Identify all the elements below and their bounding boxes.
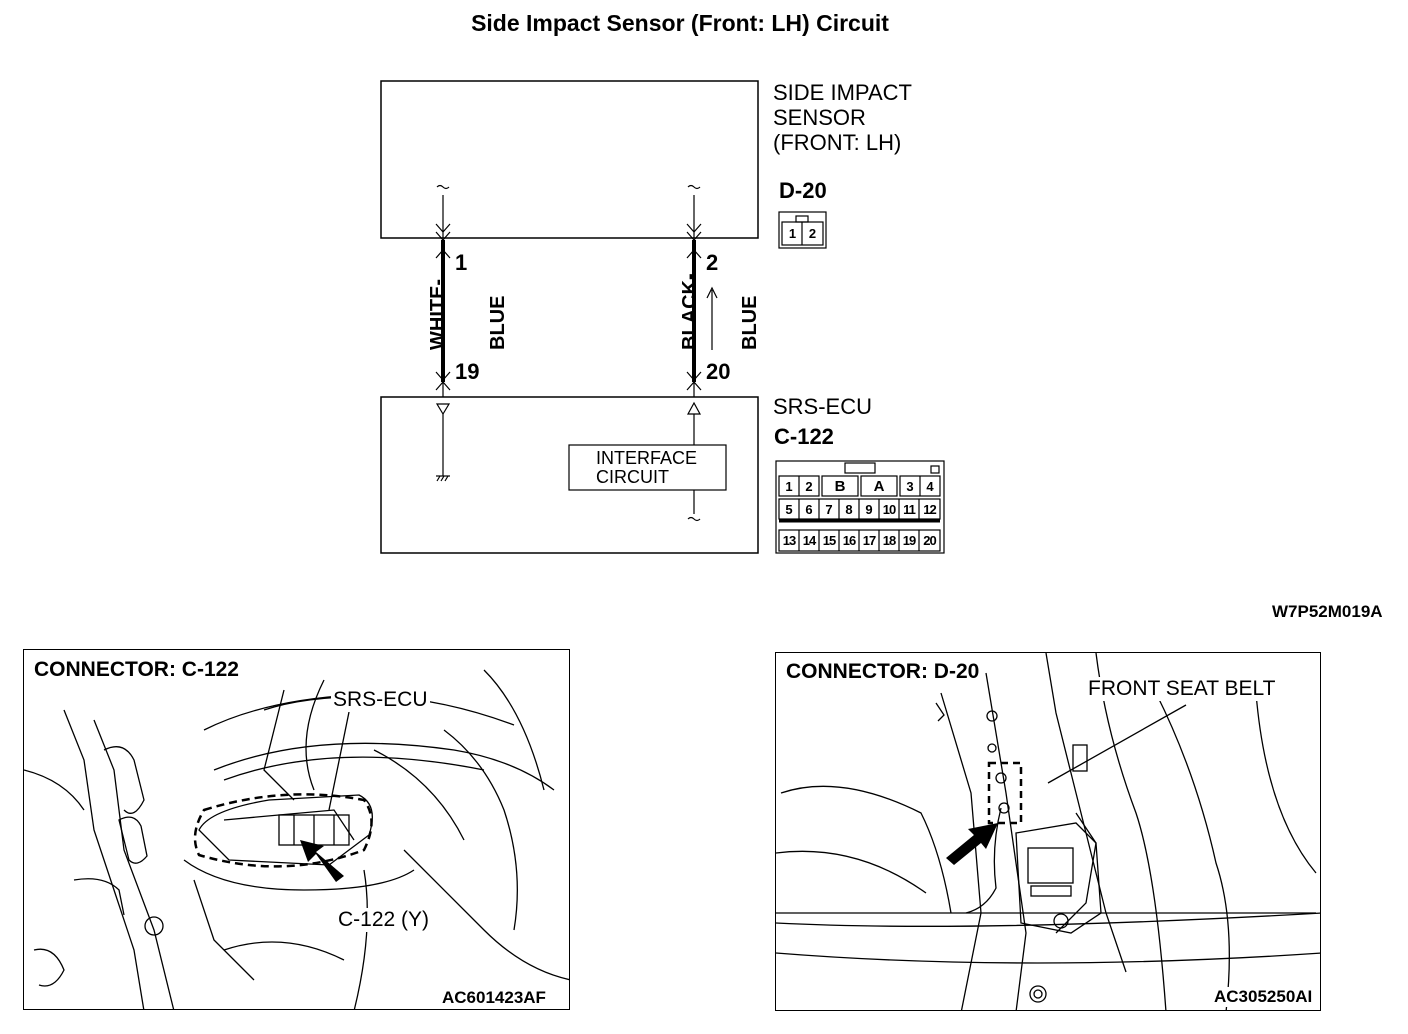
c122-cell: 20 — [923, 533, 936, 548]
d20-callout-front-seat-belt: FRONT SEAT BELT — [1086, 677, 1278, 701]
c122-cell: 11 — [903, 502, 916, 517]
c122-cell: 3 — [906, 479, 914, 494]
sensor-name-line-3: (FRONT: LH) — [773, 130, 902, 155]
sensor-connector-code: D-20 — [779, 178, 827, 203]
c122-panel-ref: AC601423AF — [442, 988, 546, 1008]
c122-connector-icon — [775, 460, 945, 554]
figure-id: W7P52M019A — [1272, 602, 1383, 621]
d20-location-illustration — [776, 653, 1320, 1010]
connector-c122-panel: CONNECTOR: C-122 SRS-ECU C-122 (Y) AC601… — [23, 649, 570, 1010]
wire-2-color-line-2: BLUE — [739, 295, 761, 350]
c122-cell: 5 — [785, 502, 793, 517]
c122-cell: 12 — [923, 502, 936, 517]
wire-1-ecu-pin: 19 — [455, 359, 480, 384]
interface-line-1: INTERFACE — [596, 448, 698, 468]
c122-cell: 8 — [845, 502, 853, 517]
c122-cell: 10 — [882, 502, 896, 517]
c122-cell: 18 — [882, 533, 896, 548]
d20-connector-icon — [778, 211, 827, 249]
connector-d20-panel: CONNECTOR: D-20 FRONT SEAT BELT AC305250… — [775, 652, 1321, 1011]
c122-cell: 14 — [802, 533, 816, 548]
current-arrow — [706, 286, 718, 350]
c122-cell: 2 — [805, 479, 813, 494]
c122-cell: 13 — [782, 533, 796, 548]
ground-symbol — [435, 403, 451, 482]
wire-2-color-label: BLACK- BLUE — [640, 273, 780, 350]
c122-cell: 17 — [862, 533, 876, 548]
wire-2-sensor-pin: 2 — [706, 250, 719, 275]
wire-1-color-label: WHITE- BLUE — [388, 279, 528, 350]
c122-cell: 6 — [805, 502, 813, 517]
interface-path — [686, 401, 702, 522]
ecu-box — [380, 396, 759, 554]
interface-line-2: CIRCUIT — [596, 467, 669, 487]
c122-cell: 19 — [902, 533, 916, 548]
d20-panel-ref: AC305250AI — [1214, 987, 1313, 1007]
c122-cell: 9 — [865, 502, 873, 517]
d20-panel-title: CONNECTOR: D-20 — [782, 660, 984, 684]
wire-1 — [435, 184, 451, 397]
ecu-connector-code: C-122 — [774, 424, 834, 449]
c122-cell: 15 — [822, 533, 836, 548]
wire-1-color-line-1: WHITE- — [427, 278, 449, 350]
interface-circuit-label: INTERFACE CIRCUIT — [596, 449, 697, 487]
c122-location-illustration — [24, 669, 569, 1009]
wire-2-color-line-1: BLACK- — [679, 273, 701, 350]
circuit-schematic — [380, 80, 945, 554]
sensor-box — [380, 80, 759, 239]
c122-cell: A — [873, 478, 885, 495]
c122-cell: 1 — [785, 479, 793, 494]
c122-cell: 4 — [926, 479, 934, 494]
sensor-name-line-2: SENSOR — [773, 105, 866, 130]
c122-cell: B — [834, 478, 846, 495]
ecu-name: SRS-ECU — [773, 394, 873, 419]
interface-circuit-box — [568, 444, 727, 491]
d20-pin-2: 2 — [808, 226, 817, 241]
wire-2 — [686, 184, 702, 397]
c122-cell: 16 — [842, 533, 856, 548]
sensor-name-line-1: SIDE IMPACT — [773, 80, 912, 105]
wire-2-ecu-pin: 20 — [706, 359, 731, 384]
wire-1-color-line-2: BLUE — [487, 295, 509, 350]
c122-panel-title: CONNECTOR: C-122 — [30, 658, 243, 682]
c122-callout-connector: C-122 (Y) — [336, 908, 432, 932]
c122-callout-srs-ecu: SRS-ECU — [331, 688, 430, 712]
d20-pin-1: 1 — [788, 226, 797, 241]
c122-cell: 7 — [825, 502, 833, 517]
sensor-name: SIDE IMPACT SENSOR (FRONT: LH) — [773, 80, 912, 155]
wire-1-sensor-pin: 1 — [455, 250, 468, 275]
page-title: Side Impact Sensor (Front: LH) Circuit — [471, 10, 889, 36]
